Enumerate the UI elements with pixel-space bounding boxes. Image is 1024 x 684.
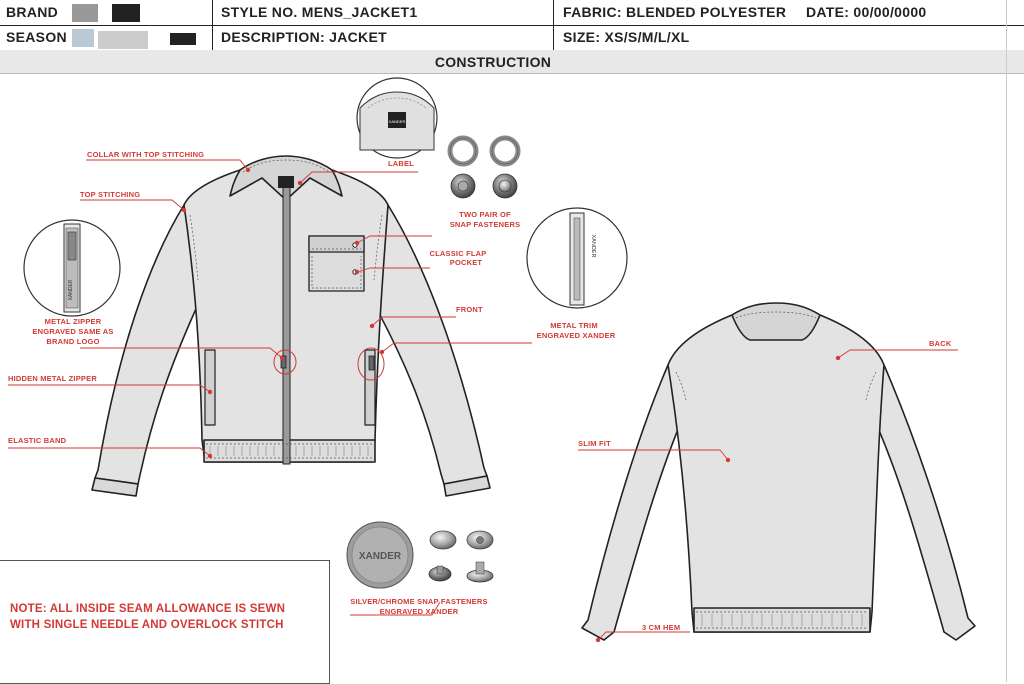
zipper-highlight xyxy=(273,349,297,375)
description: DESCRIPTION: JACKET xyxy=(221,29,387,45)
back-body xyxy=(667,314,885,633)
callout-hem: 3 CM HEM xyxy=(642,623,680,632)
leader-dots xyxy=(181,167,841,643)
fabric: FABRIC: BLENDED POLYESTER xyxy=(563,4,787,20)
callout-hidden-zipper: HIDDEN METAL ZIPPER xyxy=(8,374,97,383)
label-brand-text: XANDER xyxy=(389,119,406,124)
front-jacket xyxy=(91,155,491,497)
callout-top-stitching: TOP STITCHING xyxy=(80,190,140,199)
season-redaction xyxy=(72,29,94,47)
zipper-pull xyxy=(280,355,287,369)
callout-snap-two-pair-1: TWO PAIR OF xyxy=(459,210,511,219)
front-zipper xyxy=(282,181,291,465)
callout-metal-zipper-3: BRAND LOGO xyxy=(46,337,99,346)
snap-fasteners-top xyxy=(447,135,521,199)
season-redaction-dark xyxy=(170,33,196,45)
pocket-flap xyxy=(308,235,365,253)
button-engraving: XANDER xyxy=(359,551,402,562)
back-jacket xyxy=(581,302,976,641)
callout-slim-fit: SLIM FIT xyxy=(578,439,611,448)
callout-metal-trim-2: ENGRAVED XANDER xyxy=(537,331,616,340)
callout-metal-zipper-1: METAL ZIPPER xyxy=(45,317,102,326)
style-number: STYLE NO. MENS_JACKET1 xyxy=(221,4,418,20)
front-stitching xyxy=(189,159,383,459)
trim-engraving: XANDER xyxy=(590,235,596,258)
zipper-engraving: XANDER xyxy=(68,279,74,300)
callout-snap-two-pair-2: SNAP FASTENERS xyxy=(450,220,521,229)
back-right-sleeve xyxy=(869,364,976,641)
date: DATE: 00/00/0000 xyxy=(806,4,927,20)
sheet-edge xyxy=(1006,0,1007,682)
size-range: SIZE: XS/S/M/L/XL xyxy=(563,29,690,45)
callout-label: LABEL xyxy=(388,159,414,168)
snap-fasteners-bottom: XANDER xyxy=(346,521,494,589)
trim-highlight xyxy=(357,347,385,381)
callout-silver-snaps-2: ENGRAVED XANDER xyxy=(380,607,459,616)
brand-label: BRAND xyxy=(6,4,59,20)
metal-trim-detail-circle: XANDER xyxy=(526,207,628,309)
back-stitching xyxy=(675,311,877,629)
front-rib xyxy=(209,446,369,456)
front-left-sleeve xyxy=(94,204,201,485)
callout-elastic-band: ELASTIC BAND xyxy=(8,436,67,445)
callout-flap-pocket-2: POCKET xyxy=(450,258,483,267)
neck-label xyxy=(278,176,294,188)
label-detail-circle: XANDER xyxy=(356,77,438,159)
callout-flap-pocket-1: CLASSIC FLAP xyxy=(430,249,487,258)
brand-redaction xyxy=(72,4,98,22)
callout-back: BACK xyxy=(929,339,952,348)
back-rib xyxy=(701,614,863,626)
construction-note: NOTE: ALL INSIDE SEAM ALLOWANCE IS SEWN … xyxy=(10,603,286,631)
brand-redaction-dark xyxy=(112,4,140,22)
pocket-zipper-pull xyxy=(368,355,375,371)
front-right-cuff xyxy=(443,475,491,497)
callout-silver-snaps-1: SILVER/CHROME SNAP FASTENERS xyxy=(350,597,487,606)
back-collar xyxy=(731,302,821,341)
right-hidden-pocket xyxy=(364,349,376,426)
back-left-sleeve xyxy=(581,364,687,641)
zipper-detail-circle: XANDER xyxy=(23,219,121,317)
callout-metal-zipper-2: ENGRAVED SAME AS xyxy=(32,327,113,336)
leader-lines xyxy=(8,159,958,641)
front-left-cuff xyxy=(91,477,139,497)
note-box: NOTE: ALL INSIDE SEAM ALLOWANCE IS SEWN … xyxy=(0,560,330,684)
section-title: CONSTRUCTION xyxy=(434,54,552,70)
callout-front: FRONT xyxy=(456,305,483,314)
season-redaction-2 xyxy=(98,31,148,49)
callout-collar: COLLAR WITH TOP STITCHING xyxy=(87,150,204,159)
left-hidden-pocket xyxy=(204,349,216,426)
callout-metal-trim-1: METAL TRIM xyxy=(550,321,598,330)
construction-bar: CONSTRUCTION xyxy=(0,50,1024,74)
front-right-sleeve xyxy=(371,204,488,485)
header-divider-1 xyxy=(212,0,213,50)
season-label: SEASON xyxy=(6,29,67,45)
header-row-1: BRAND STYLE NO. MENS_JACKET1 FABRIC: BLE… xyxy=(0,0,1024,26)
header-divider-2 xyxy=(553,0,554,50)
